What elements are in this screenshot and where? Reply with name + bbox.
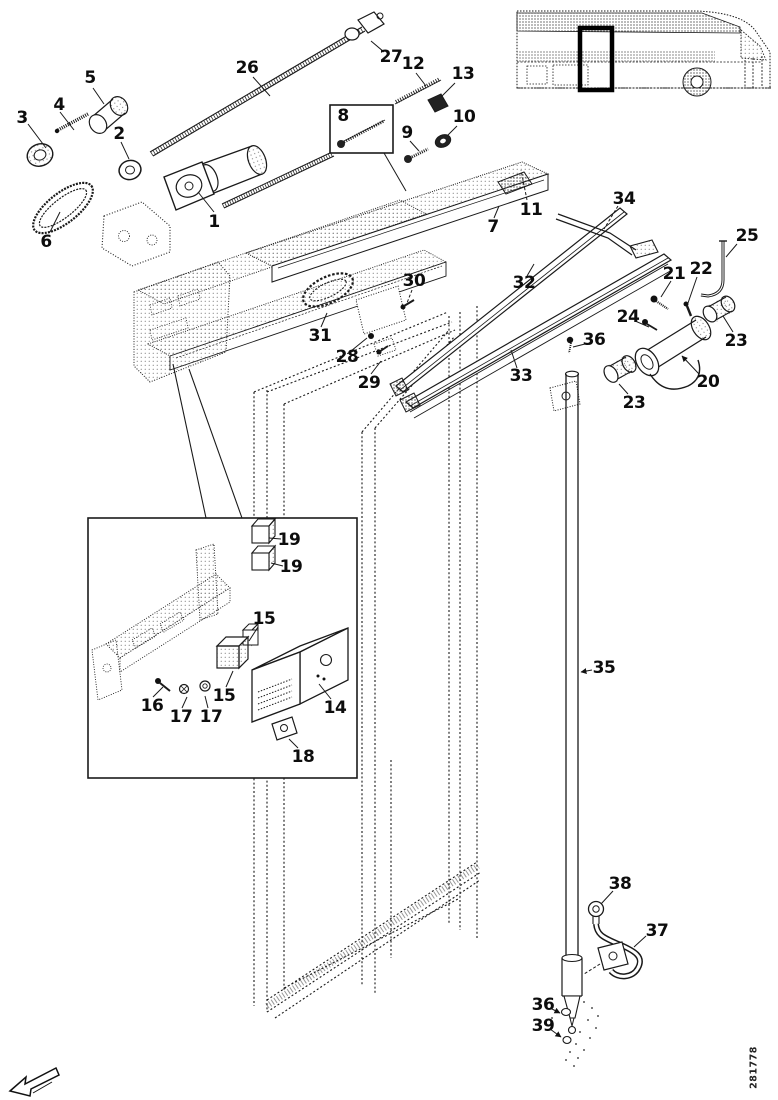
callout-18: 18 bbox=[291, 747, 315, 767]
callout-3: 3 bbox=[16, 108, 28, 128]
detail-box-8 bbox=[329, 104, 394, 154]
callout-19-b: 19 bbox=[279, 557, 303, 577]
callout-1: 1 bbox=[208, 212, 220, 232]
callout-15-b: 15 bbox=[212, 686, 236, 706]
callout-36-b: 36 bbox=[531, 995, 555, 1015]
door-rails bbox=[389, 207, 673, 419]
callout-25: 25 bbox=[735, 226, 759, 246]
callout-5: 5 bbox=[84, 68, 96, 88]
callout-20: 20 bbox=[696, 372, 720, 392]
callout-10: 10 bbox=[452, 107, 476, 127]
drawing-number: 281778 bbox=[748, 1046, 760, 1089]
fastener-cluster bbox=[394, 77, 452, 163]
callout-36-a: 36 bbox=[582, 330, 606, 350]
drive-motor-assembly bbox=[26, 11, 385, 267]
callout-23-a: 23 bbox=[724, 331, 748, 351]
callout-24: 24 bbox=[616, 307, 640, 327]
callout-12: 12 bbox=[401, 54, 425, 74]
callout-8: 8 bbox=[337, 106, 349, 126]
callout-32: 32 bbox=[512, 273, 536, 293]
callout-33: 33 bbox=[509, 366, 533, 386]
speckles bbox=[547, 1001, 599, 1067]
callout-21: 21 bbox=[662, 264, 686, 284]
callout-17-b: 17 bbox=[199, 707, 223, 727]
callout-11: 11 bbox=[519, 200, 543, 220]
callout-17-a: 17 bbox=[169, 707, 193, 727]
direction-arrow-icon bbox=[8, 1066, 60, 1097]
callout-26: 26 bbox=[235, 58, 259, 78]
callout-16: 16 bbox=[140, 696, 164, 716]
bus-side-view-thumbnail bbox=[516, 10, 772, 97]
callout-30: 30 bbox=[402, 271, 426, 291]
callout-31: 31 bbox=[308, 326, 332, 346]
callout-19-a: 19 bbox=[277, 530, 301, 550]
control-box-14 bbox=[251, 626, 349, 723]
callout-leader-lines bbox=[27, 40, 738, 1038]
callout-15-a: 15 bbox=[252, 609, 276, 629]
detail-inset-box bbox=[87, 517, 358, 779]
callout-22: 22 bbox=[689, 259, 713, 279]
callout-7: 7 bbox=[487, 217, 499, 237]
callout-13: 13 bbox=[451, 64, 475, 84]
lock-rod-assembly bbox=[547, 370, 643, 1067]
relay-cubes-15 bbox=[215, 622, 260, 670]
callout-9: 9 bbox=[401, 123, 413, 143]
callout-38: 38 bbox=[608, 874, 632, 894]
door-highlight-rect bbox=[577, 25, 615, 93]
callout-2: 2 bbox=[113, 124, 125, 144]
link-hardware bbox=[566, 240, 736, 390]
callout-14: 14 bbox=[323, 698, 347, 718]
callout-34: 34 bbox=[612, 189, 636, 209]
callout-23-b: 23 bbox=[622, 393, 646, 413]
callout-27: 27 bbox=[379, 47, 403, 67]
callout-28: 28 bbox=[335, 347, 359, 367]
callout-35: 35 bbox=[592, 658, 616, 678]
callout-4: 4 bbox=[53, 95, 65, 115]
callout-39: 39 bbox=[531, 1016, 555, 1036]
callout-29: 29 bbox=[357, 373, 381, 393]
header-assembly bbox=[133, 161, 550, 383]
callout-37: 37 bbox=[645, 921, 669, 941]
callout-6: 6 bbox=[40, 232, 52, 252]
